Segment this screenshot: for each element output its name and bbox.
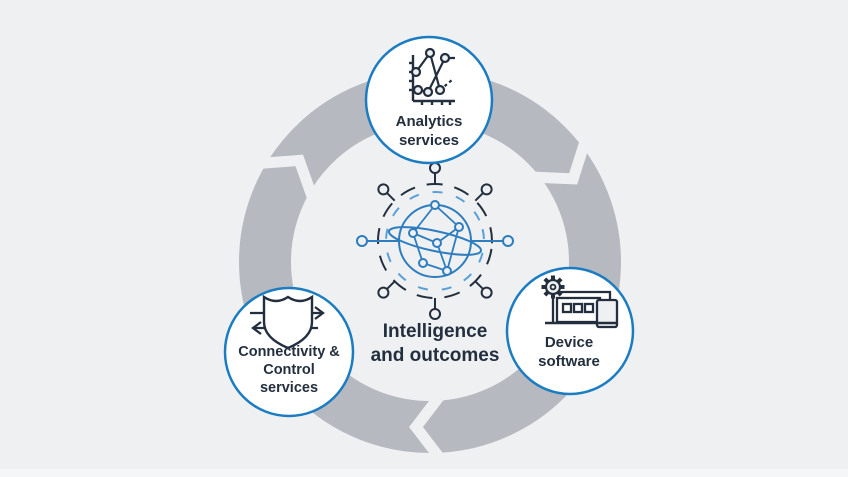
bottom-strip	[0, 469, 848, 477]
node-circle-device	[505, 266, 635, 396]
node-label-line: Control	[263, 362, 315, 378]
center-label: Intelligence and outcomes	[371, 320, 500, 368]
node-label-device: Device software	[538, 333, 600, 371]
iot-globe-icon	[356, 162, 514, 320]
line-chart-icon	[409, 47, 455, 105]
device-gear-icon	[541, 275, 619, 329]
ring-arrow-gap-top-right	[530, 136, 592, 185]
ring-arrow-gap-top-left	[256, 154, 319, 203]
node-label-line: Analytics	[395, 113, 463, 130]
iot-orbit-ring	[387, 226, 483, 256]
node-label-connectivity: Connectivity & Control services	[238, 343, 340, 397]
node-circle-connectivity	[223, 286, 355, 418]
gear-icon	[541, 275, 565, 299]
node-label-line: Device	[544, 334, 594, 351]
center-label-line: Intelligence	[382, 321, 488, 342]
node-label-line: software	[538, 353, 600, 370]
node-label-line: Connectivity &	[238, 344, 340, 360]
iot-network-nodes	[408, 200, 464, 276]
shield-arrows-icon	[250, 294, 325, 350]
node-label-analytics: Analytics services	[396, 112, 463, 150]
shield-shape	[262, 294, 314, 350]
iot-spokes	[356, 162, 514, 320]
device-phone	[595, 298, 619, 329]
center-label-line: and outcomes	[370, 345, 500, 366]
ring-arrow-gap-bottom	[409, 389, 447, 465]
node-label-line: services	[398, 132, 460, 149]
node-label-line: services	[259, 380, 319, 396]
